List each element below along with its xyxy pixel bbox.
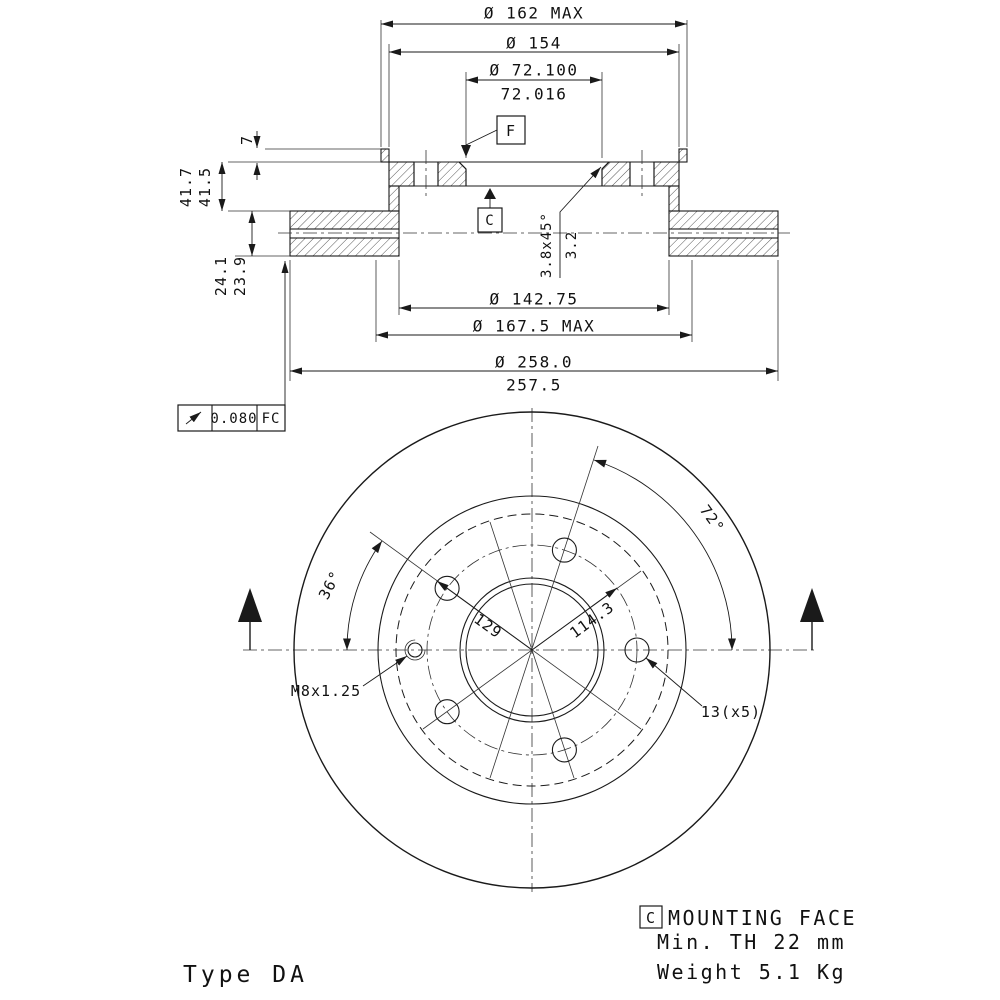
flange-left-inner bbox=[437, 161, 467, 187]
hat-skirt-right bbox=[668, 185, 680, 212]
flange-right-outer bbox=[653, 161, 680, 187]
center-bore-circle bbox=[465, 583, 599, 717]
bolt-hole bbox=[551, 537, 577, 563]
m8-hole bbox=[407, 642, 423, 658]
bolt-hole bbox=[434, 699, 460, 725]
bolt-hole bbox=[624, 637, 650, 663]
dim-friction-inner-diameter: Ø 167.5 MAX bbox=[473, 317, 595, 336]
dim-chamfer-min: 3.2 bbox=[564, 231, 580, 259]
dim-thickness-min: 23.9 bbox=[231, 256, 249, 296]
m8-thread-arc bbox=[404, 639, 426, 661]
dim-outer-diameter-max: Ø 258.0 bbox=[495, 353, 573, 372]
dim-ring-bore-diameter: Ø 142.75 bbox=[489, 290, 578, 309]
datum-f-frame bbox=[496, 115, 526, 145]
runout-symbol-icon bbox=[185, 411, 202, 425]
hat-diameter-circle bbox=[395, 513, 669, 787]
pilot-boss-left bbox=[380, 148, 390, 163]
dim-angle-72: 72° bbox=[696, 502, 728, 537]
dim-boss-height: 7 bbox=[238, 135, 256, 145]
label-bolt-holes: 13(x5) bbox=[701, 703, 761, 721]
label-thread: M8x1.25 bbox=[291, 682, 361, 700]
dim-flange-diameter: Ø 154 bbox=[506, 34, 562, 53]
section-arrow-left bbox=[238, 588, 262, 622]
angle-36-arc bbox=[346, 540, 383, 651]
dim-bore-diameter-min: 72.016 bbox=[501, 85, 568, 104]
bolt-circle bbox=[426, 544, 638, 756]
dim-angle-36: 36° bbox=[315, 567, 345, 602]
runout-value: 0.080 bbox=[210, 411, 257, 427]
datum-c-triangle bbox=[484, 188, 496, 199]
dim-chamfer: 3.8x45° bbox=[539, 212, 555, 278]
section-view: Ø 162 MAX Ø 154 Ø 72.100 72.016 F 3.8x45… bbox=[177, 4, 790, 432]
dim-outer-diameter-min: 257.5 bbox=[506, 376, 562, 395]
dim-height-min: 41.5 bbox=[196, 167, 214, 207]
datum-c-frame bbox=[477, 207, 503, 233]
flange-right-inner bbox=[601, 161, 631, 187]
ring-plate-right-bottom bbox=[668, 237, 779, 257]
mounting-face-note: MOUNTING FACE bbox=[668, 906, 857, 930]
bolt-hole bbox=[551, 737, 577, 763]
bore-chamfer-circle bbox=[459, 577, 605, 723]
runout-datum-ref: FC bbox=[262, 411, 281, 427]
datum-f-label: F bbox=[506, 122, 516, 140]
ring-plate-right-top bbox=[668, 210, 779, 230]
bolt-hole bbox=[434, 575, 460, 601]
dim-outer-boss-diameter: Ø 162 MAX bbox=[484, 4, 584, 23]
dim-height-max: 41.7 bbox=[177, 167, 195, 207]
type-label: Type DA bbox=[183, 962, 308, 988]
weight-note: Weight 5.1 Kg bbox=[657, 960, 846, 984]
dim-bolt-circle: 114.3 bbox=[566, 598, 617, 642]
mounting-face-datum-frame bbox=[639, 905, 663, 929]
min-thickness-note: Min. TH 22 mm bbox=[657, 930, 846, 954]
pilot-boss-right bbox=[678, 148, 688, 163]
datum-c-label: C bbox=[485, 213, 494, 229]
notes-block: C MOUNTING FACE Min. TH 22 mm Weight 5.1… bbox=[183, 905, 857, 988]
outer-diameter-circle bbox=[293, 411, 771, 889]
friction-inner-circle bbox=[377, 495, 687, 805]
datum-f-triangle bbox=[461, 145, 471, 157]
ring-plate-left-bottom bbox=[289, 237, 400, 257]
flange-left-outer bbox=[388, 161, 415, 187]
dim-bore-diameter-max: Ø 72.100 bbox=[489, 61, 578, 80]
front-view: 72° 36° 129 114.3 M8x1.25 13(x5) bbox=[238, 408, 824, 892]
angle-72-arc bbox=[593, 459, 733, 651]
hat-skirt-left bbox=[388, 185, 400, 212]
ring-plate-left-top bbox=[289, 210, 400, 230]
mounting-face-datum-label: C bbox=[646, 909, 656, 927]
dim-thickness-max: 24.1 bbox=[212, 256, 230, 296]
section-arrow-right bbox=[800, 588, 824, 622]
